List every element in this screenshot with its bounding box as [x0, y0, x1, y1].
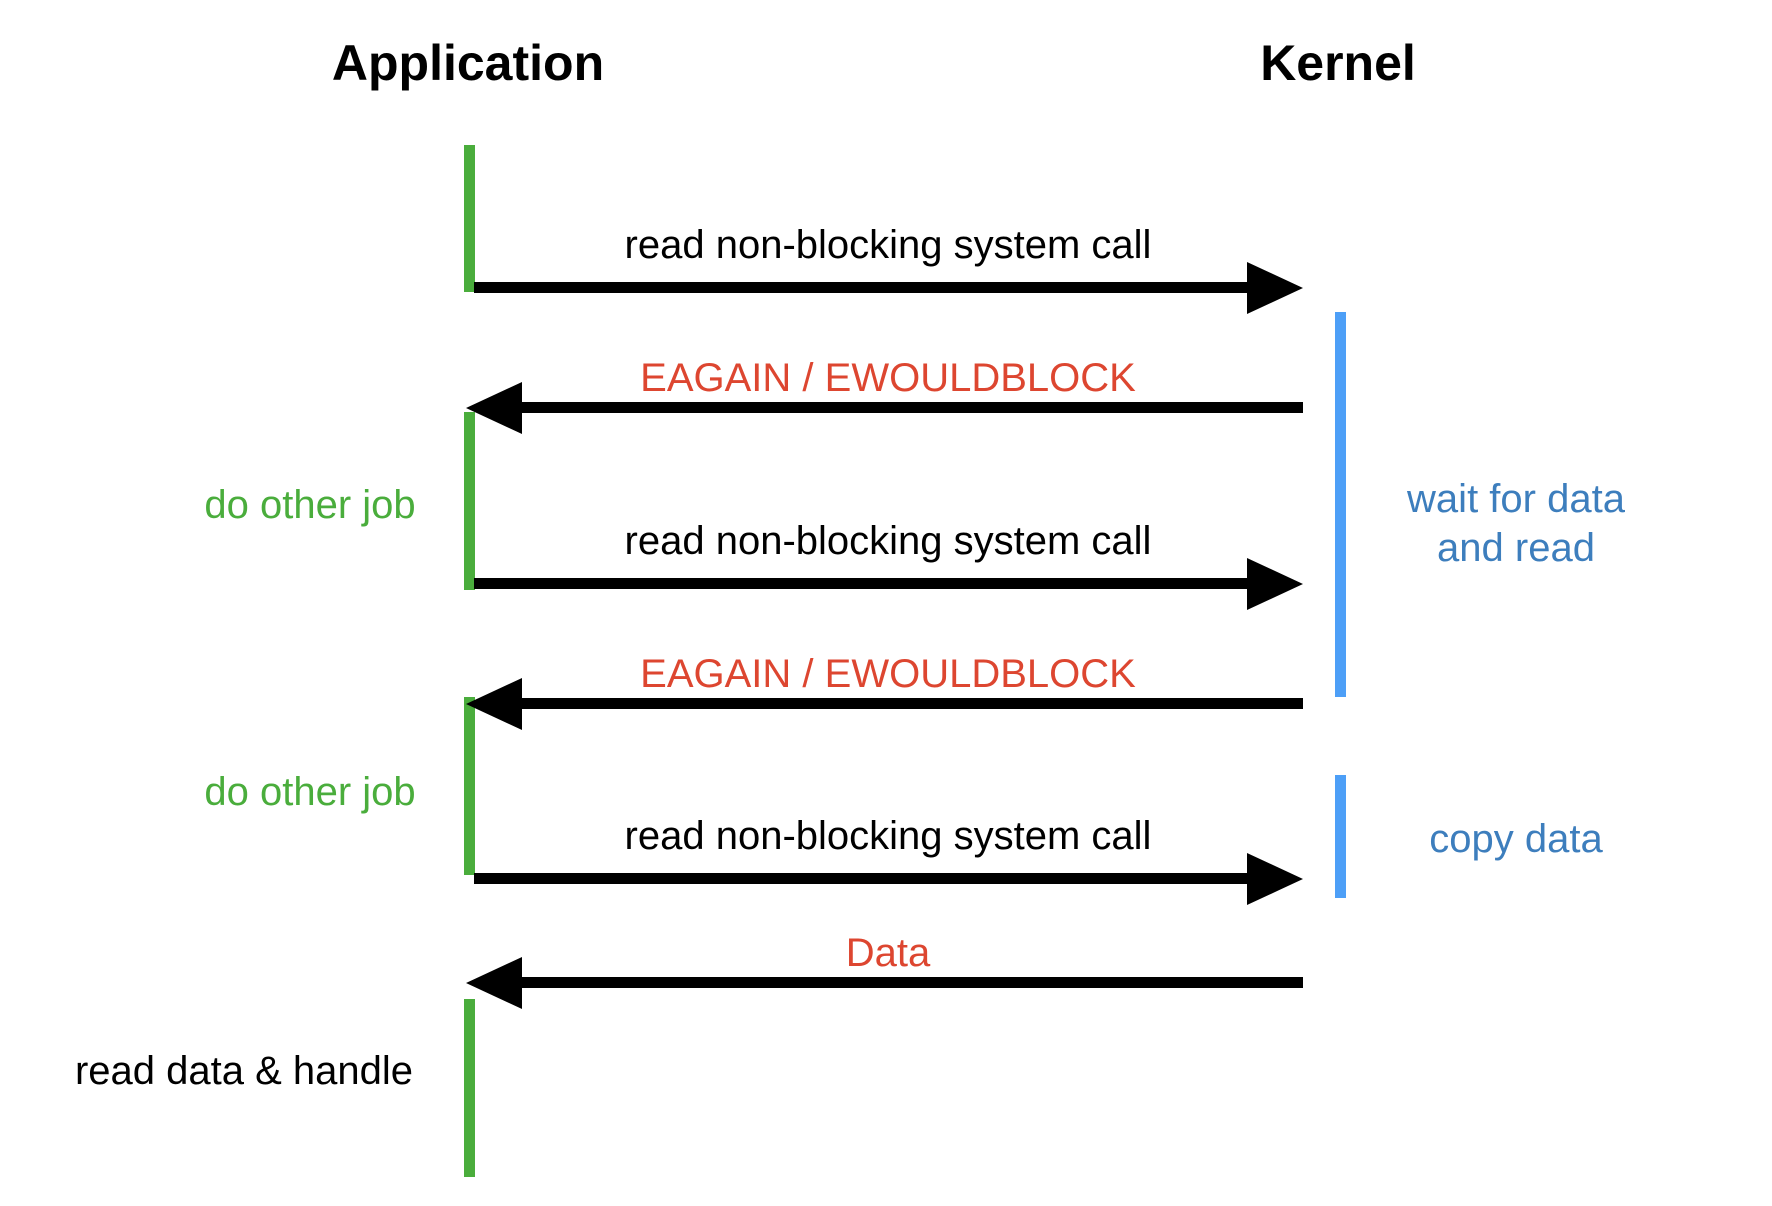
arrow-shaft [518, 698, 1303, 709]
message-label-read-3: read non-blocking system call [624, 814, 1152, 858]
message-label-eagain-2: EAGAIN / EWOULDBLOCK [640, 652, 1136, 696]
kernel-note-copy-data: copy data [1429, 817, 1603, 861]
app-note-do-other-job-1: do other job [204, 483, 416, 527]
arrowhead-left-icon [466, 957, 522, 1009]
app-note-do-other-job-2: do other job [204, 770, 416, 814]
app-lifeline-segment-3 [464, 697, 475, 875]
message-label-read-2: read non-blocking system call [624, 519, 1152, 563]
arrowhead-left-icon [466, 382, 522, 434]
actor-title-kernel: Kernel [1260, 35, 1416, 91]
kernel-note-line-1: wait for data [1407, 477, 1625, 521]
actor-title-application: Application [331, 35, 605, 91]
kernel-lifeline-segment-2 [1335, 775, 1346, 898]
kernel-note-wait-for-data: wait for data and read [1366, 475, 1666, 573]
kernel-lifeline-segment-1 [1335, 312, 1346, 697]
app-note-read-data-handle: read data & handle [74, 1049, 414, 1093]
kernel-note-line-2: and read [1437, 526, 1595, 570]
app-lifeline-segment-4 [464, 999, 475, 1177]
arrow-shaft [474, 578, 1250, 589]
message-label-eagain-1: EAGAIN / EWOULDBLOCK [640, 356, 1136, 400]
arrow-shaft [474, 873, 1250, 884]
arrow-shaft [474, 282, 1250, 293]
message-label-data: Data [845, 931, 931, 975]
arrowhead-right-icon [1247, 853, 1303, 905]
app-lifeline-segment-2 [464, 412, 475, 590]
arrow-shaft [518, 977, 1303, 988]
app-lifeline-segment-1 [464, 145, 475, 292]
message-label-read-1: read non-blocking system call [624, 223, 1152, 267]
arrowhead-left-icon [466, 678, 522, 730]
arrow-shaft [518, 402, 1303, 413]
arrowhead-right-icon [1247, 558, 1303, 610]
arrowhead-right-icon [1247, 262, 1303, 314]
